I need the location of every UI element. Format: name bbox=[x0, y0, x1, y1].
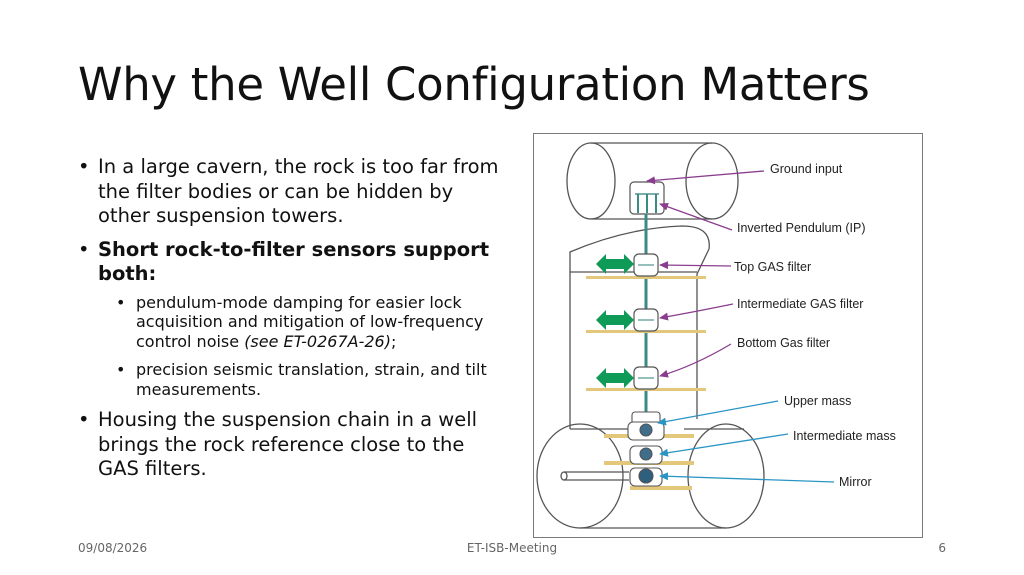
slide-title: Why the Well Configuration Matters bbox=[78, 58, 870, 111]
sub-bullet-seismic: precision seismic translation, strain, a… bbox=[98, 360, 508, 399]
label-mirror: Mirror bbox=[839, 475, 872, 489]
sub-bullet-damping-ref: (see ET-0267A-26) bbox=[244, 331, 391, 351]
sub-bullet-damping-text: pendulum-mode damping for easier lock ac… bbox=[136, 292, 484, 351]
bottom-cavern bbox=[536, 423, 765, 529]
green-double-arrows bbox=[596, 254, 634, 388]
gas-filter-stages bbox=[586, 253, 706, 391]
bullet-sensors-heading: Short rock-to-filter sensors support bot… bbox=[98, 237, 490, 286]
ground-input-platform bbox=[629, 181, 665, 215]
sub-bullet-damping: pendulum-mode damping for easier lock ac… bbox=[98, 293, 508, 352]
bullet-list: In a large cavern, the rock is too far f… bbox=[78, 155, 508, 491]
sub-bullet-damping-end: ; bbox=[390, 331, 397, 351]
footer-page-number: 6 bbox=[938, 541, 946, 555]
footer-meeting: ET-ISB-Meeting bbox=[466, 541, 558, 555]
label-top-gas-filter: Top GAS filter bbox=[734, 260, 811, 274]
bullet-sensors: Short rock-to-filter sensors support bot… bbox=[78, 238, 508, 400]
label-intermediate-gas-filter: Intermediate GAS filter bbox=[737, 297, 863, 311]
label-inverted-pendulum: Inverted Pendulum (IP) bbox=[737, 221, 866, 235]
suspension-diagram: Ground input Inverted Pendulum (IP) Top … bbox=[533, 133, 923, 538]
label-arrows bbox=[646, 170, 835, 483]
bullet-cavern: In a large cavern, the rock is too far f… bbox=[78, 155, 508, 229]
suspension-diagram-svg: Ground input Inverted Pendulum (IP) Top … bbox=[536, 142, 896, 529]
label-bottom-gas-filter: Bottom Gas filter bbox=[737, 336, 830, 350]
label-ground-input: Ground input bbox=[770, 162, 843, 176]
top-cavern bbox=[566, 142, 739, 220]
bullet-housing: Housing the suspension chain in a well b… bbox=[78, 408, 508, 482]
label-upper-mass: Upper mass bbox=[784, 394, 851, 408]
footer-date: 09/08/2026 bbox=[78, 541, 148, 555]
label-intermediate-mass: Intermediate mass bbox=[793, 429, 896, 443]
sub-bullet-list: pendulum-mode damping for easier lock ac… bbox=[98, 293, 508, 400]
